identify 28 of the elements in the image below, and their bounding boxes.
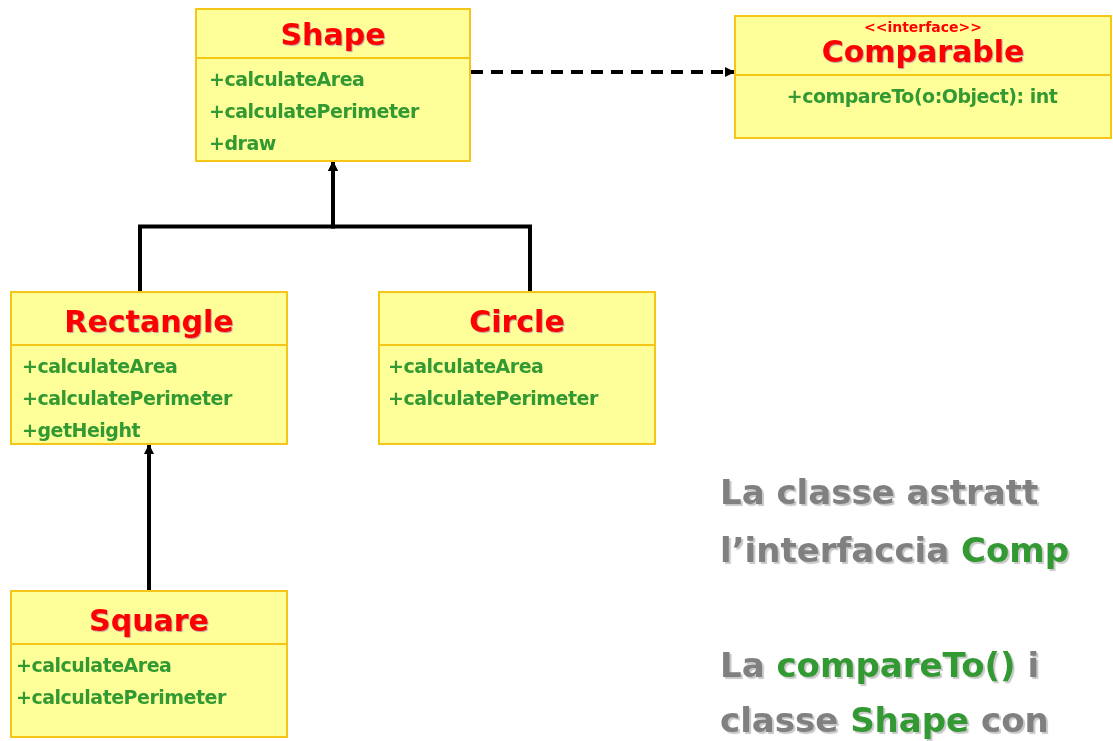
class-box <box>10 291 288 445</box>
note-text: classe Shape con <box>720 700 1049 740</box>
method-label: +calculateArea <box>22 353 178 379</box>
method-label: +calculateArea <box>16 652 172 678</box>
class-name: Comparable <box>821 35 1025 70</box>
method-label: +calculatePerimeter <box>209 98 419 124</box>
class-name: Rectangle <box>64 305 234 340</box>
method-label: +calculateArea <box>388 353 544 379</box>
note-text: La classe astratt <box>720 472 1039 512</box>
note-text: l’interfaccia Comp <box>720 530 1070 570</box>
class-box <box>734 15 1112 139</box>
method-label: +draw <box>209 130 276 156</box>
method-label: +getHeight <box>22 417 140 443</box>
class-name: Shape <box>280 18 386 53</box>
method-label: +calculatePerimeter <box>22 385 232 411</box>
method-label: +calculateArea <box>209 66 365 92</box>
class-name: Circle <box>469 305 565 340</box>
method-label: +calculatePerimeter <box>388 385 598 411</box>
note-text: La compareTo() i <box>720 645 1040 685</box>
class-box <box>378 291 656 445</box>
dashed-arrow <box>471 67 735 77</box>
class-name: Square <box>89 604 209 639</box>
arrow <box>144 444 154 590</box>
method-label: +compareTo(o:Object): int <box>786 83 1058 109</box>
stereotype-label: <<interface>> <box>863 19 983 35</box>
method-label: +calculatePerimeter <box>16 684 226 710</box>
class-box <box>195 8 471 162</box>
class-box <box>10 590 288 738</box>
